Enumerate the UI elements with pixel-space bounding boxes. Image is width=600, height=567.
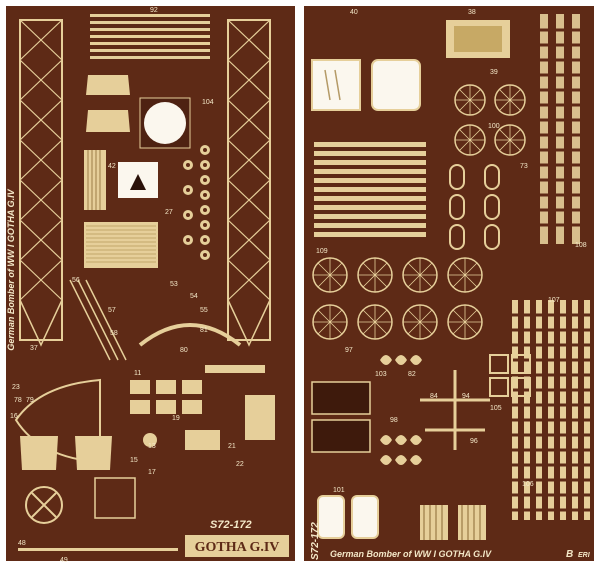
bottom-frame-1 [317, 495, 345, 539]
svg-text:38: 38 [468, 9, 476, 16]
svg-text:108: 108 [575, 242, 587, 249]
bottom-rod [18, 548, 178, 551]
svg-text:15: 15 [130, 457, 138, 464]
window-panel-2 [86, 110, 130, 132]
svg-text:100: 100 [488, 123, 500, 130]
svg-text:16: 16 [10, 413, 18, 420]
svg-text:80: 80 [180, 347, 188, 354]
svg-text:82: 82 [408, 371, 416, 378]
svg-text:11: 11 [134, 370, 141, 377]
svg-text:78: 78 [14, 397, 22, 404]
svg-text:105: 105 [490, 405, 502, 412]
nameplate-plate [185, 535, 289, 557]
svg-text:84: 84 [430, 393, 438, 400]
svg-text:54: 54 [190, 293, 198, 300]
frame-rounded [371, 59, 421, 111]
crossed-disc [25, 486, 63, 524]
washer-column [183, 145, 210, 260]
right-bottom-title: German Bomber of WW I GOTHA G.IV [330, 549, 492, 559]
svg-text:27: 27 [165, 209, 173, 216]
svg-text:56: 56 [72, 277, 80, 284]
svg-text:17: 17 [148, 469, 156, 476]
right-fret: German Bomber of WW I GOTHA G.IV B ERI S… [304, 6, 594, 561]
bottom-grate-1 [420, 505, 448, 540]
window-panel-1 [86, 75, 130, 95]
svg-text:101: 101 [333, 487, 345, 494]
round-window [144, 102, 186, 144]
cross-bars [420, 370, 490, 450]
svg-text:79: 79 [26, 397, 34, 404]
left-part-numbers: 92 104 42 27 23 37 11 13 15 16 19 17 21 … [10, 7, 244, 564]
dark-box-1 [311, 381, 371, 415]
square-panel [94, 477, 136, 519]
left-strut-frame [19, 19, 63, 347]
svg-text:104: 104 [202, 99, 214, 106]
svg-text:19: 19 [172, 415, 180, 422]
tear-shapes [380, 355, 422, 465]
oval-links [449, 164, 500, 250]
grille-plate [84, 222, 158, 268]
svg-text:37: 37 [30, 345, 38, 352]
svg-text:22: 22 [236, 461, 244, 468]
dark-box-2 [311, 419, 371, 453]
nameplate-text: GOTHA G.IV [195, 540, 280, 555]
curved-strip [138, 323, 242, 347]
svg-text:55: 55 [200, 307, 208, 314]
diagonal-rods [69, 279, 127, 361]
svg-text:73: 73 [520, 163, 528, 170]
bottom-frame-2 [351, 495, 379, 539]
svg-text:103: 103 [375, 371, 387, 378]
svg-text:106: 106 [522, 481, 534, 488]
seat-pad-left [20, 436, 58, 470]
rod-rack [90, 14, 210, 59]
triangle-marker [130, 174, 146, 190]
svg-text:48: 48 [18, 540, 26, 547]
right-brand: ERI [578, 552, 591, 559]
svg-text:13: 13 [148, 443, 156, 450]
svg-text:23: 23 [12, 384, 20, 391]
chain-columns [510, 14, 592, 520]
svg-text:58: 58 [110, 330, 118, 337]
right-kit-code: S72-172 [310, 522, 321, 560]
window-squares [489, 354, 531, 397]
left-side-title: German Bomber of WW I GOTHA G.IV [6, 188, 16, 350]
left-fret: GOTHA G.IV S72-172 German Bomber of WW I… [6, 6, 295, 564]
svg-text:39: 39 [490, 69, 498, 76]
svg-text:40: 40 [350, 9, 358, 16]
svg-text:107: 107 [548, 297, 560, 304]
spoked-wheels [312, 84, 526, 340]
svg-text:53: 53 [170, 281, 178, 288]
svg-text:94: 94 [462, 393, 470, 400]
left-kit-code: S72-172 [210, 519, 252, 531]
horizontal-bar-stack [314, 142, 426, 237]
ribbed-panel [84, 150, 106, 210]
seat-pad-right [75, 436, 112, 470]
svg-text:42: 42 [108, 163, 116, 170]
svg-text:92: 92 [150, 7, 158, 14]
right-sheet-letter: B [566, 549, 573, 560]
svg-text:97: 97 [345, 347, 353, 354]
right-part-numbers: 40 38 39 100 101 105 106 107 108 109 97 … [316, 9, 587, 494]
svg-text:98: 98 [390, 417, 398, 424]
small-parts-cluster [130, 365, 275, 450]
svg-text:96: 96 [470, 438, 478, 445]
right-strut-frame [227, 19, 271, 347]
svg-text:81: 81 [200, 327, 208, 334]
frame-square [311, 59, 361, 111]
svg-text:49: 49 [60, 557, 68, 564]
svg-text:57: 57 [108, 307, 116, 314]
svg-text:21: 21 [228, 443, 236, 450]
bottom-grate-2 [458, 505, 486, 540]
svg-text:109: 109 [316, 248, 328, 255]
